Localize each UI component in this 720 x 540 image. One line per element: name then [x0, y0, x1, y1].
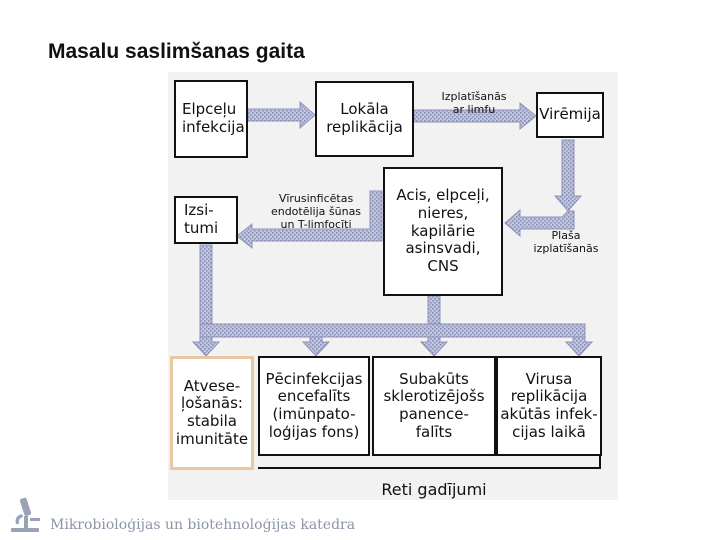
node-respiratory-infection: Elpceļu infekcija	[174, 80, 248, 158]
node-rash: Izsi- tumi	[174, 196, 238, 244]
arrow-lymph-spread	[413, 101, 537, 131]
distribution-bar	[199, 323, 586, 338]
trunk-organs	[427, 295, 441, 325]
arrow-wide-spread	[504, 208, 575, 238]
arrow-to-recovery	[191, 336, 221, 357]
slide-title: Masalu saslimšanas gaita	[48, 40, 305, 63]
arrow-to-local-replication	[247, 100, 316, 130]
label-rare-cases: Reti gadījumi	[381, 480, 487, 499]
label-wide-spread: Plaša izplatīšanās	[533, 229, 599, 256]
trunk-left	[199, 244, 213, 338]
node-post-infectious-encephalitis: Pēcinfekcijas encefalīts (imūnpato- loģi…	[258, 356, 370, 456]
label-infected-cells: Vīrusinficētas endotēlija šūnas un T-lim…	[270, 192, 362, 232]
footer-department: Mikrobioloģijas un biotehnoloģijas kated…	[50, 517, 356, 533]
node-replication-acute: Virusa replikācija akūtās infek- cijas l…	[496, 356, 602, 456]
arrow-viremia-down	[553, 139, 583, 212]
arrow-to-replication	[564, 336, 594, 357]
node-recovery: Atvese- ļošanās: stabila imunitāte	[170, 356, 254, 470]
label-lymph-spread: Izplatīšanās ar limfu	[441, 90, 507, 117]
microscope-icon	[11, 497, 40, 532]
node-local-replication: Lokāla replikācija	[315, 81, 414, 157]
node-organs: Acis, elpceļi, nieres, kapilārie asinsva…	[383, 167, 503, 296]
arrow-to-encephalitis	[301, 336, 331, 357]
arrow-to-sspe	[419, 336, 449, 357]
arrow-to-rash	[236, 190, 383, 250]
node-sspe: Subakūts sklerotizējošs panence- falīts	[372, 356, 496, 456]
node-viremia: Virēmija	[536, 92, 604, 138]
